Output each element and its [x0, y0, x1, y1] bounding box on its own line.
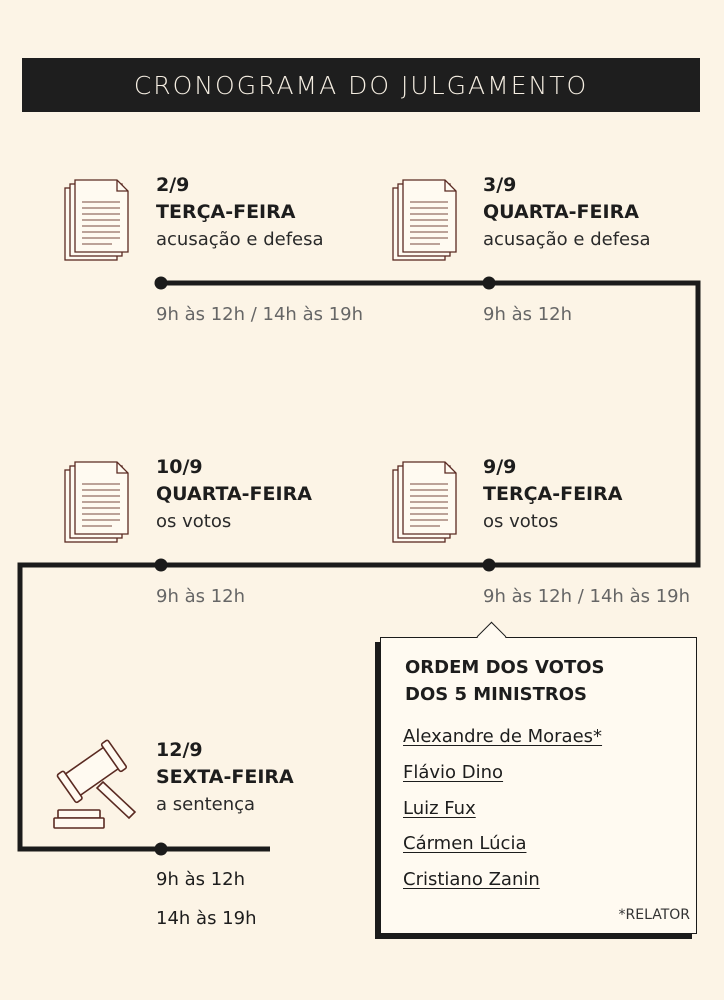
session-date: 3/9	[483, 174, 517, 196]
session-date: 12/9	[156, 739, 203, 761]
minister-item: Cristiano Zanin	[403, 869, 540, 890]
document-stack-icon	[392, 179, 457, 261]
session-topic: os votos	[483, 511, 559, 532]
vote-order-title: ORDEM DOS VOTOS DOS 5 MINISTROS	[405, 654, 605, 708]
minister-item: Flávio Dino	[403, 762, 504, 783]
session-topic: os votos	[156, 511, 232, 532]
session-date: 2/9	[156, 174, 190, 196]
timeline-dot-4	[482, 558, 496, 572]
session-time: 9h às 12h / 14h às 19h	[483, 586, 691, 607]
session-topic: acusação e defesa	[156, 229, 324, 250]
session-weekday: QUARTA-FEIRA	[156, 483, 312, 505]
document-stack-icon	[64, 179, 129, 261]
document-stack-icon	[392, 461, 457, 543]
timeline-dot-3	[154, 558, 168, 572]
minister-item: Luiz Fux	[403, 798, 476, 819]
vote-order-title-line2: DOS 5 MINISTROS	[405, 684, 588, 705]
session-topic: a sentença	[156, 794, 256, 815]
timeline-dot-5	[154, 842, 168, 856]
session-weekday: QUARTA-FEIRA	[483, 201, 639, 223]
minister-item: Cármen Lúcia	[403, 833, 527, 854]
timeline-dot-1	[154, 276, 168, 290]
session-weekday: TERÇA-FEIRA	[156, 201, 296, 223]
vote-order-box: ORDEM DOS VOTOS DOS 5 MINISTROS Alexandr…	[380, 621, 697, 934]
gavel-icon	[53, 739, 137, 829]
session-time: 9h às 12h	[483, 304, 573, 325]
vote-order-title-line1: ORDEM DOS VOTOS	[405, 657, 605, 678]
page-title: CRONOGRAMA DO JULGAMENTO	[133, 70, 589, 100]
document-stack-icon	[64, 461, 129, 543]
session-date: 10/9	[156, 456, 203, 478]
timeline-dot-2	[482, 276, 496, 290]
session-weekday: SEXTA-FEIRA	[156, 766, 294, 788]
session-time: 9h às 12h	[156, 586, 246, 607]
session-time-afternoon: 14h às 19h	[156, 908, 257, 929]
relator-footnote: *RELATOR	[618, 907, 690, 923]
session-time: 9h às 12h / 14h às 19h	[156, 304, 364, 325]
session-date: 9/9	[483, 456, 517, 478]
session-topic: acusação e defesa	[483, 229, 651, 250]
title-banner: CRONOGRAMA DO JULGAMENTO	[22, 58, 700, 112]
minister-item: Alexandre de Moraes*	[403, 726, 603, 747]
session-time: 9h às 12h	[156, 869, 246, 890]
session-weekday: TERÇA-FEIRA	[483, 483, 623, 505]
